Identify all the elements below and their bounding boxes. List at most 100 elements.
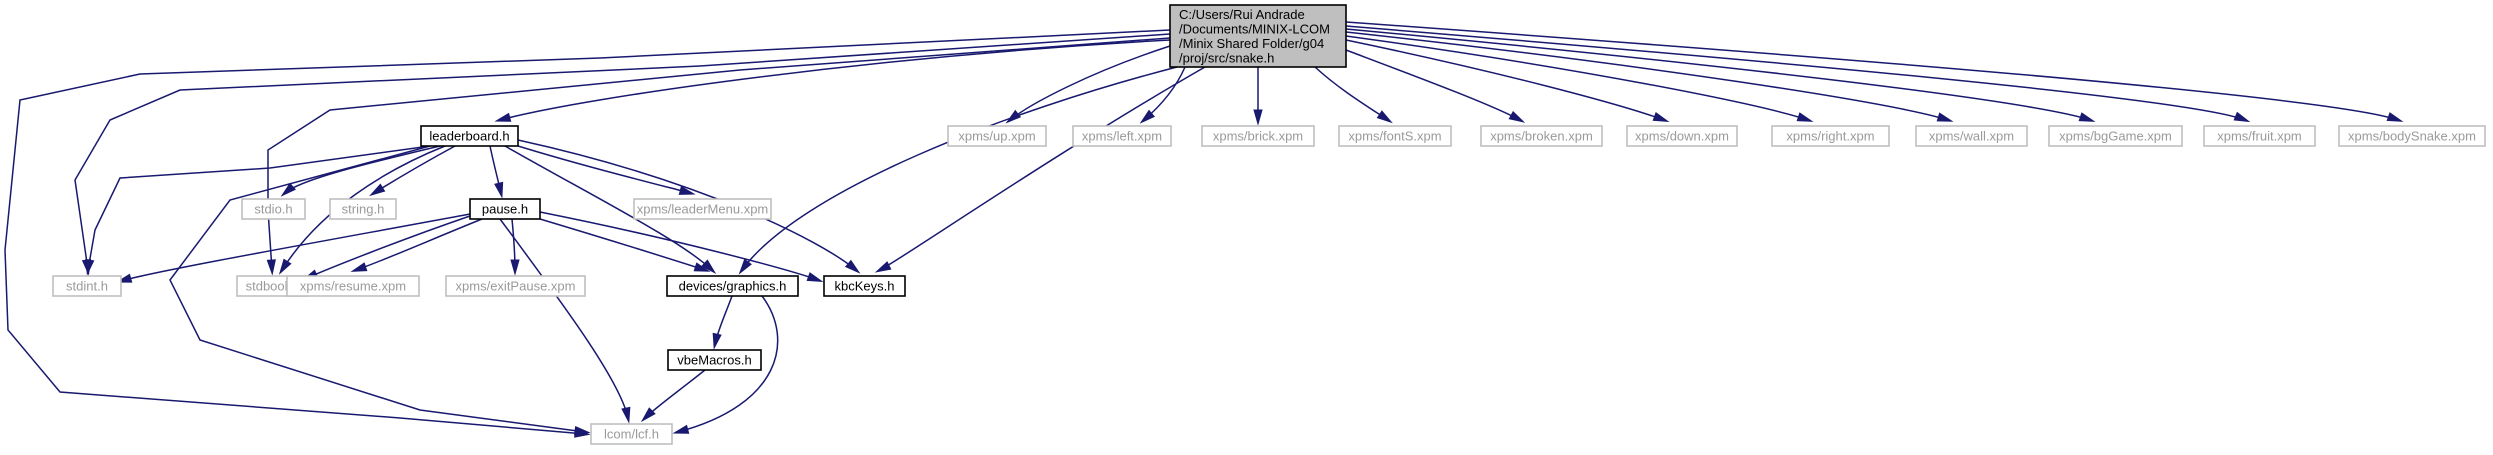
arrowhead xyxy=(1796,112,1814,122)
node-xpm_fontS: xpms/fontS.xpm xyxy=(1338,125,1452,147)
arrowhead xyxy=(1139,109,1156,124)
edge-line xyxy=(539,211,819,281)
node-label: devices/graphics.h xyxy=(679,279,787,294)
node-xpm_broken: xpms/broken.xpm xyxy=(1480,125,1603,147)
edge-leaderboard-to-stdint xyxy=(85,145,431,276)
edge-snake-to-xpm_brick xyxy=(1253,67,1263,126)
node-xpm_wall: xpms/wall.xpm xyxy=(1915,125,2028,147)
node-box xyxy=(329,198,397,220)
node-box xyxy=(286,275,420,297)
arrowhead xyxy=(1376,110,1393,124)
node-xpm_down: xpms/down.xpm xyxy=(1626,125,1738,147)
edge-snake-to-xpm_fontS xyxy=(1314,66,1393,124)
edge-line xyxy=(1345,28,2091,121)
node-label: xpms/fruit.xpm xyxy=(2217,129,2302,144)
node-label: xpms/up.xpm xyxy=(958,129,1035,144)
node-xpm_up: xpms/up.xpm xyxy=(947,125,1047,147)
node-label: xpms/bodySnake.xpm xyxy=(2348,129,2476,144)
node-box xyxy=(52,275,122,297)
edge-pause-to-xpm_exitPause xyxy=(510,218,520,276)
node-label: xpms/down.xpm xyxy=(1635,129,1729,144)
arrowhead xyxy=(85,258,95,276)
arrowhead xyxy=(1652,112,1670,122)
node-lcf: lcom/lcf.h xyxy=(590,423,673,445)
node-box xyxy=(1480,125,1603,147)
edge-snake-to-xpm_bodySnake xyxy=(1345,21,2404,122)
node-stdio: stdio.h xyxy=(241,198,306,220)
arrowhead xyxy=(678,185,696,195)
edge-line xyxy=(1009,45,1171,121)
edge-line xyxy=(879,66,1206,271)
arrowhead xyxy=(2386,112,2404,122)
edge-line xyxy=(504,145,713,271)
node-graphics[interactable]: devices/graphics.h xyxy=(666,275,799,297)
edge-pause-to-kbcKeys xyxy=(539,211,824,282)
node-label: xpms/broken.xpm xyxy=(1490,129,1593,144)
node-box xyxy=(1201,125,1315,147)
node-xpm_left: xpms/left.xpm xyxy=(1072,125,1172,147)
node-box xyxy=(2048,125,2183,147)
node-kbcKeys[interactable]: kbcKeys.h xyxy=(823,275,906,297)
node-leaderboard[interactable]: leaderboard.h xyxy=(420,125,519,147)
arrowhead xyxy=(2078,112,2096,122)
node-box xyxy=(633,198,772,220)
edge-line xyxy=(499,39,1171,121)
node-label: xpms/right.xpm xyxy=(1786,129,1874,144)
node-label: pause.h xyxy=(482,202,528,217)
node-xpm_resume: xpms/resume.xpm xyxy=(286,275,420,297)
node-label: /Minix Shared Folder/g04 xyxy=(1179,36,1324,51)
arrowhead xyxy=(712,332,722,350)
arrowhead xyxy=(1936,112,1954,122)
node-vbeMacros[interactable]: vbeMacros.h xyxy=(667,349,762,371)
edge-line xyxy=(306,215,471,279)
node-label: xpms/wall.xpm xyxy=(1929,129,2014,144)
edge-line xyxy=(74,33,1171,271)
arrowhead xyxy=(621,406,631,424)
node-label: /Documents/MINIX-LCOM xyxy=(1179,21,1330,36)
arrowhead xyxy=(278,258,292,275)
edge-snake-to-xpm_fruit xyxy=(1345,25,2251,123)
arrowhead xyxy=(1508,110,1526,123)
edge-line xyxy=(539,218,706,271)
edge-line xyxy=(1345,31,1949,121)
arrowhead xyxy=(693,262,711,272)
edge-snake-to-kbcKeys xyxy=(874,66,1206,273)
node-label: string.h xyxy=(342,202,385,217)
edge-leaderboard-to-stdio xyxy=(280,145,441,197)
node-box xyxy=(666,275,799,297)
edge-leaderboard-to-pause xyxy=(489,145,504,199)
edge-snake-to-stdbool xyxy=(266,37,1171,276)
arrowhead xyxy=(280,182,296,197)
edge-snake-to-xpm_left xyxy=(1139,66,1186,124)
nodes-layer: C:/Users/Rui Andrade/Documents/MINIX-LCO… xyxy=(52,4,2486,445)
arrowhead xyxy=(640,407,656,423)
edge-snake-to-xpm_bgGame xyxy=(1345,28,2096,122)
node-label: xpms/brick.xpm xyxy=(1213,129,1303,144)
edge-snake-to-leaderboard xyxy=(494,39,1171,122)
node-box xyxy=(947,125,1047,147)
node-label: xpms/fontS.xpm xyxy=(1348,129,1441,144)
arrowhead xyxy=(2233,111,2251,123)
node-label: vbeMacros.h xyxy=(677,353,751,368)
edge-snake-to-xpm_broken xyxy=(1345,49,1526,123)
node-xpm_right: xpms/right.xpm xyxy=(1771,125,1890,147)
node-box xyxy=(590,423,673,445)
edge-line xyxy=(499,218,629,419)
node-pause[interactable]: pause.h xyxy=(469,198,541,220)
node-box xyxy=(823,275,906,297)
node-label: xpms/left.xpm xyxy=(1082,129,1162,144)
node-label: xpms/bgGame.xpm xyxy=(2059,129,2172,144)
node-label: xpms/leaderMenu.xpm xyxy=(637,202,769,217)
node-snake[interactable]: C:/Users/Rui Andrade/Documents/MINIX-LCO… xyxy=(1169,4,1347,68)
node-box xyxy=(469,198,541,220)
node-box xyxy=(1338,125,1452,147)
node-stdint: stdint.h xyxy=(52,275,122,297)
edge-line xyxy=(1345,35,1809,121)
node-box xyxy=(445,275,586,297)
edges-layer xyxy=(4,21,2404,438)
edge-line xyxy=(741,66,1178,271)
node-label: C:/Users/Rui Andrade xyxy=(1179,7,1305,22)
node-xpm_bgGame: xpms/bgGame.xpm xyxy=(2048,125,2183,147)
node-label: leaderboard.h xyxy=(429,129,509,144)
edge-line xyxy=(1345,25,2246,121)
